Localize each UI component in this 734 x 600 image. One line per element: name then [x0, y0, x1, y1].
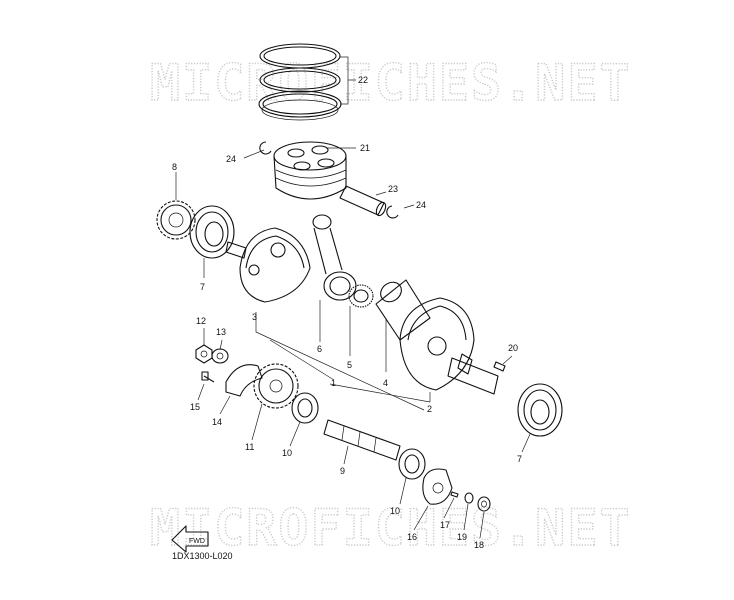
callout-5: 5 — [347, 360, 352, 370]
crank-pin[interactable] — [375, 278, 431, 341]
crankshaft-drive-gear[interactable] — [156, 200, 196, 240]
callout-4: 4 — [383, 378, 388, 388]
callout-15: 15 — [190, 402, 200, 412]
balancer-nut[interactable] — [195, 344, 213, 364]
callout-10-upper: 10 — [282, 448, 292, 458]
callout-12: 12 — [196, 316, 206, 326]
callout-17: 17 — [440, 520, 450, 530]
forward-arrow-icon: FWD — [171, 525, 209, 553]
lock-washer[interactable] — [211, 348, 229, 364]
callout-18: 18 — [474, 540, 484, 550]
balancer-shaft[interactable] — [323, 419, 401, 461]
callout-24-left: 24 — [226, 154, 236, 164]
callout-labels: 22 21 24 23 24 8 7 3 6 5 4 1 2 12 13 15 … — [172, 75, 522, 550]
crank-web-right[interactable] — [399, 297, 499, 395]
crank-web-left[interactable] — [225, 227, 311, 303]
callout-21: 21 — [360, 143, 370, 153]
connecting-rod[interactable] — [312, 214, 357, 301]
callout-3: 3 — [252, 312, 257, 322]
balancer-weight-right[interactable] — [422, 468, 453, 505]
callout-24-right: 24 — [416, 200, 426, 210]
callout-20: 20 — [508, 343, 518, 353]
callout-1: 1 — [331, 378, 336, 388]
needle-bearing[interactable] — [348, 284, 374, 308]
callout-8: 8 — [172, 162, 177, 172]
balancer-key[interactable] — [450, 491, 459, 498]
callout-7-left: 7 — [200, 282, 205, 292]
callout-23: 23 — [388, 184, 398, 194]
callout-16: 16 — [407, 532, 417, 542]
callout-14: 14 — [212, 417, 222, 427]
balancer-weight[interactable] — [225, 364, 263, 397]
balancer-drive-gear[interactable] — [253, 363, 299, 409]
bearing-right[interactable] — [517, 383, 563, 437]
callout-19: 19 — [457, 532, 467, 542]
woodruff-key[interactable] — [493, 361, 506, 372]
balancer-bearing-right[interactable] — [398, 448, 426, 480]
diagram-code: 1DX1300-L020 — [172, 551, 233, 561]
balancer-nut-right[interactable] — [477, 496, 491, 512]
balancer-bearing-left[interactable] — [291, 392, 319, 424]
piston[interactable] — [273, 141, 347, 200]
forward-label: FWD — [189, 538, 205, 545]
plain-washer[interactable] — [464, 492, 474, 504]
callout-22: 22 — [358, 75, 368, 85]
watermark-bottom: MICROFICHES.NET — [150, 499, 632, 557]
callout-10-lower: 10 — [390, 506, 400, 516]
callout-9: 9 — [340, 466, 345, 476]
piston-rings[interactable] — [258, 43, 342, 121]
leader-lines — [175, 56, 531, 539]
callout-13: 13 — [216, 327, 226, 337]
callout-2: 2 — [427, 404, 432, 414]
callout-7-right: 7 — [517, 454, 522, 464]
watermark-top: MICROFICHES.NET — [150, 54, 632, 112]
piston-pin-clip-left[interactable] — [259, 141, 272, 155]
bearing-left[interactable] — [189, 205, 235, 259]
callout-6: 6 — [317, 344, 322, 354]
bolt[interactable] — [201, 371, 215, 383]
piston-pin[interactable] — [339, 185, 388, 217]
piston-pin-clip-right[interactable] — [386, 205, 399, 219]
callout-11: 11 — [245, 442, 254, 452]
